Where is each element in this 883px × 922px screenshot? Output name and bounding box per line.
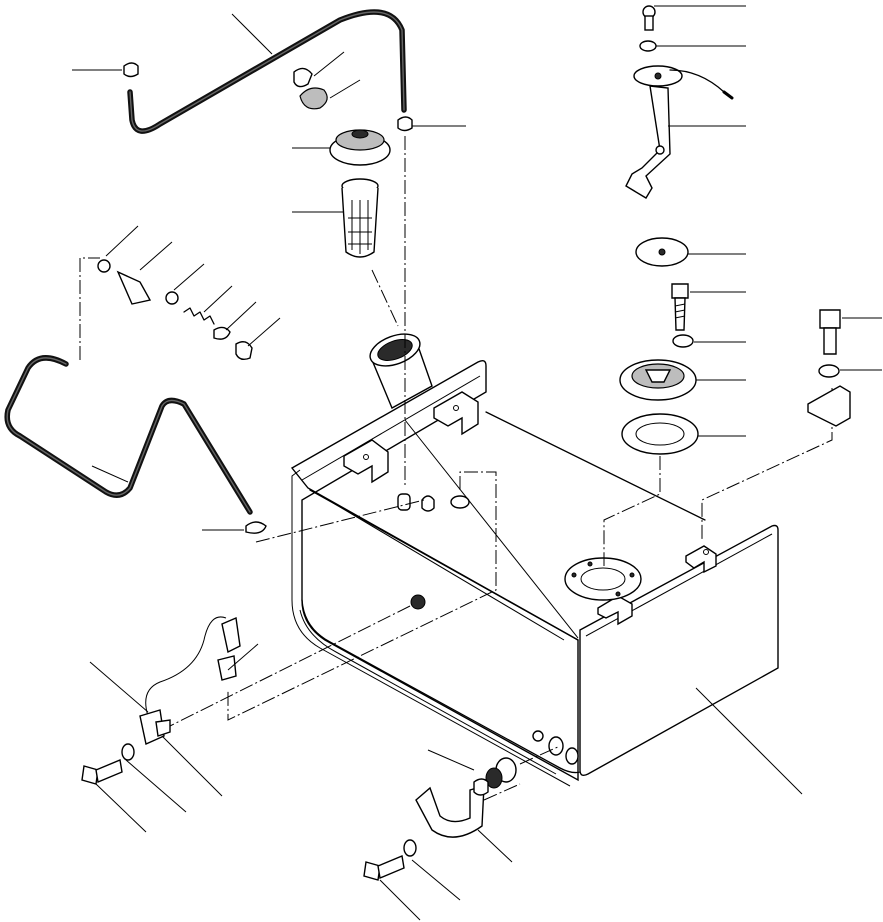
washer [121, 334, 840, 857]
sender-flange [619, 359, 699, 455]
sender-gasket [635, 237, 689, 267]
drain-valve [139, 616, 241, 745]
strainer [341, 178, 379, 258]
bolt [81, 283, 841, 881]
breather-valve [97, 259, 253, 361]
hose-clamp [123, 62, 413, 534]
spring [183, 307, 215, 325]
level-sender [625, 5, 734, 199]
mounting-bracket [415, 757, 517, 838]
fuel-tank [290, 333, 779, 787]
upper-fuel-hose [127, 9, 407, 134]
assembly-lines [79, 136, 851, 801]
lower-fuel-hose [4, 355, 253, 515]
filler-neck [369, 333, 433, 409]
filler-cap [329, 129, 391, 166]
callout-leaders [72, 5, 882, 921]
